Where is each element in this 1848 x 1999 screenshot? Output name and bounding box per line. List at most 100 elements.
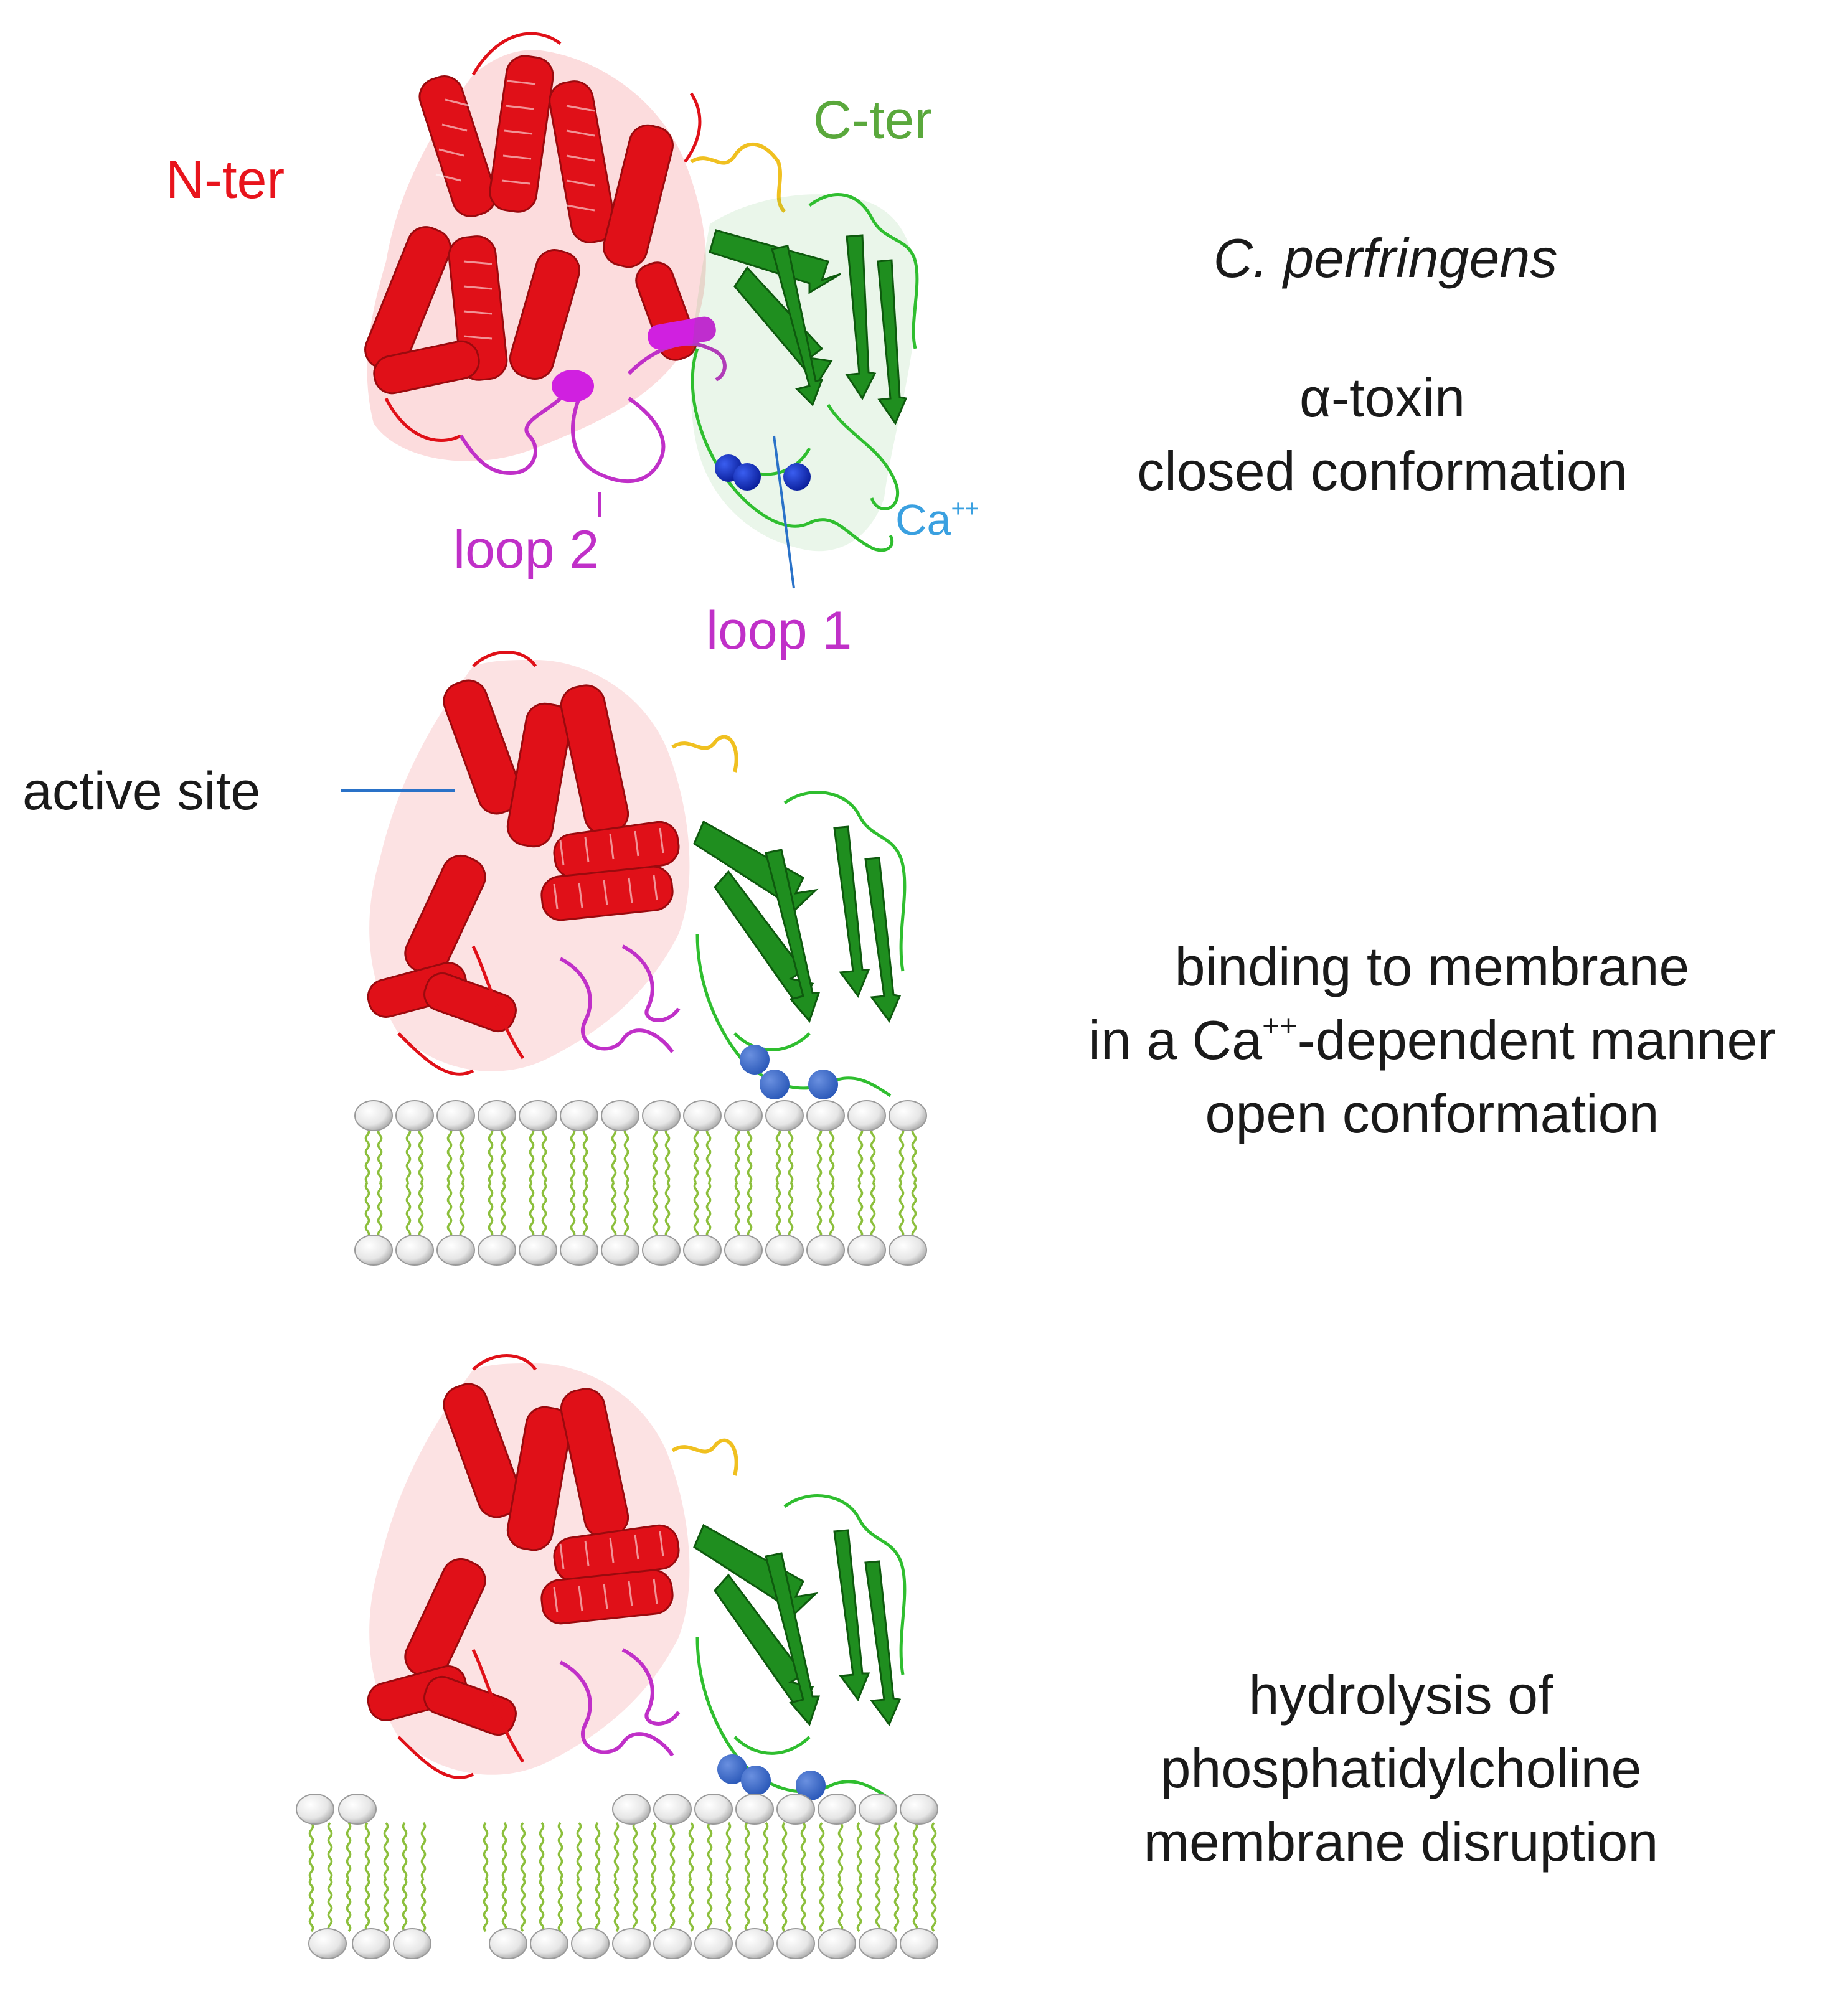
lipid-head — [530, 1928, 568, 1959]
lipid-head — [818, 1794, 856, 1825]
panel-1-caption: α-toxin closed conformation — [1058, 361, 1706, 508]
n-terminal-label: N-ter — [166, 150, 285, 210]
lipid-tail — [446, 1182, 453, 1239]
lipid-tail — [613, 1822, 620, 1880]
lipid-head — [765, 1100, 804, 1131]
lipid-head — [601, 1100, 639, 1131]
lipid-tail — [693, 1182, 699, 1239]
panel-3-line-1: hydrolysis of — [1248, 1664, 1553, 1726]
lipid-tail — [576, 1878, 582, 1932]
lipid-tail — [725, 1878, 732, 1932]
lipid-tail — [632, 1822, 638, 1880]
lipid-tail — [582, 1182, 588, 1239]
lipid-tail — [870, 1127, 876, 1184]
lipid-head — [601, 1235, 639, 1266]
panel-1-line-1: α-toxin — [1299, 367, 1466, 428]
lipid-tail — [529, 1182, 535, 1239]
lipid-tail — [898, 1182, 905, 1239]
lipid-tail — [744, 1822, 750, 1880]
lipid-tail — [893, 1822, 900, 1880]
panel-2-line-2-pre: in a Ca — [1088, 1009, 1263, 1071]
lipid-tail — [857, 1182, 864, 1239]
lipid-head — [735, 1794, 774, 1825]
lipid-tail — [816, 1182, 823, 1239]
lipid-tail — [418, 1127, 424, 1184]
lipid-tail — [405, 1182, 412, 1239]
calcium-label-charge: ++ — [951, 496, 979, 523]
lipid-head — [519, 1235, 557, 1266]
lipid-tail — [327, 1822, 333, 1880]
lipid-tail — [595, 1822, 601, 1880]
lipid-tail — [875, 1878, 881, 1932]
lipid-tail — [911, 1127, 917, 1184]
lipid-head — [478, 1100, 516, 1131]
lipid-tail — [405, 1127, 412, 1184]
lipid-tail — [744, 1878, 750, 1932]
lipid-tail — [705, 1182, 712, 1239]
lipid-head — [683, 1235, 722, 1266]
lipid-tail — [819, 1878, 825, 1932]
lipid-head — [724, 1100, 763, 1131]
loop-1-label: loop 1 — [706, 601, 852, 661]
panel-2-line-2-post: -dependent manner — [1297, 1009, 1776, 1071]
lipid-tail — [875, 1822, 881, 1880]
lipid-tail — [483, 1822, 489, 1880]
lipid-tail — [775, 1127, 781, 1184]
protein-closed-conformation — [364, 32, 919, 589]
lipid-tail — [446, 1127, 453, 1184]
lipid-head — [308, 1928, 347, 1959]
lipid-tail — [651, 1878, 657, 1932]
linker — [690, 143, 786, 214]
lipid-tail — [539, 1878, 545, 1932]
lipid-head — [560, 1235, 598, 1266]
c-terminal-domain-hydrolysis — [693, 1494, 907, 1801]
lipid-tail — [364, 1127, 370, 1184]
lipid-tail — [856, 1878, 862, 1932]
lipid-head — [354, 1235, 393, 1266]
c-terminal-label: C-ter — [813, 90, 933, 150]
lipid-tail — [651, 1822, 657, 1880]
lipid-tail — [623, 1182, 629, 1239]
lipid-tail — [459, 1182, 465, 1239]
loop-regions — [459, 342, 727, 484]
lipid-tail — [501, 1878, 507, 1932]
lipid-tail — [488, 1182, 494, 1239]
lipid-head — [683, 1100, 722, 1131]
lipid-head — [889, 1235, 927, 1266]
panel-2-line-2: in a Ca++-dependent manner — [1027, 1004, 1837, 1077]
calcium-ions — [715, 454, 811, 491]
lipid-head — [352, 1928, 390, 1959]
lipid-tail — [364, 1878, 370, 1932]
n-terminal-domain — [364, 32, 706, 461]
lipid-tail — [829, 1127, 835, 1184]
lipid-tail — [788, 1127, 794, 1184]
lipid-head — [478, 1235, 516, 1266]
lipid-head — [571, 1928, 610, 1959]
lipid-tail — [500, 1182, 506, 1239]
lipid-head — [776, 1928, 815, 1959]
lipid-tail — [557, 1822, 563, 1880]
lipid-tail — [837, 1822, 844, 1880]
lipid-tail — [582, 1127, 588, 1184]
lipid-tail — [747, 1182, 753, 1239]
lipid-head — [818, 1928, 856, 1959]
lipid-tail — [327, 1878, 333, 1932]
lipid-head — [889, 1100, 927, 1131]
lipid-tail — [664, 1127, 671, 1184]
lipid-tail — [652, 1127, 658, 1184]
lipid-tail — [557, 1878, 563, 1932]
panel-3-caption: hydrolysis of phosphatidylcholine membra… — [1058, 1658, 1743, 1879]
lipid-tail — [632, 1878, 638, 1932]
lipid-tail — [747, 1127, 753, 1184]
calcium-label-text: Ca — [895, 496, 951, 544]
lipid-tail — [829, 1182, 835, 1239]
lipid-tail — [402, 1878, 408, 1932]
loop-regions-hydrolysis — [559, 1648, 681, 1757]
lipid-tail — [501, 1822, 507, 1880]
lipid-tail — [611, 1182, 617, 1239]
lipid-tail — [763, 1878, 769, 1932]
lipid-tail — [520, 1878, 526, 1932]
lipid-tail — [402, 1822, 408, 1880]
lipid-head — [395, 1235, 434, 1266]
lipid-tail — [383, 1822, 389, 1880]
